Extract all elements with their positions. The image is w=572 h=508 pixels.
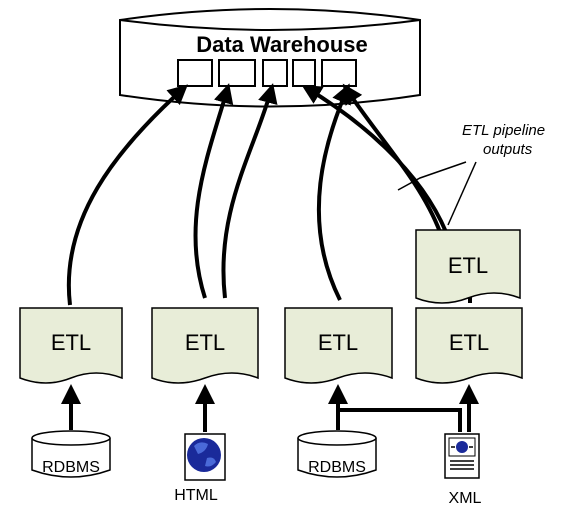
etl-label: ETL <box>449 330 489 355</box>
source-label: HTML <box>174 487 218 504</box>
rdbms-source-1: RDBMS <box>31 430 111 478</box>
source-input-arrows <box>61 384 479 432</box>
etl-block-1: ETL <box>19 307 123 384</box>
pipeline-annotation: ETL pipeline outputs <box>397 122 545 226</box>
etl-label: ETL <box>185 330 225 355</box>
warehouse-slot <box>321 59 357 87</box>
arrow-etl1-to-warehouse <box>66 84 188 306</box>
rdbms-source-2: RDBMS <box>297 430 377 478</box>
etl-label: ETL <box>51 330 91 355</box>
connector-rdbms2-to-xml <box>338 408 462 432</box>
pipeline-output-arrows <box>66 83 480 306</box>
arrow-etl5b-to-warehouse <box>301 84 448 233</box>
database-icon <box>31 430 111 478</box>
data-warehouse: Data Warehouse <box>119 8 421 108</box>
etl-label: ETL <box>318 330 358 355</box>
etl-block-5: ETL <box>415 229 521 304</box>
source-label: RDBMS <box>42 459 100 476</box>
etl-label: ETL <box>448 253 488 278</box>
warehouse-slot <box>292 59 316 87</box>
etl-block-2: ETL <box>151 307 259 384</box>
etl-block-3: ETL <box>284 307 393 384</box>
source-label: RDBMS <box>308 459 366 476</box>
warehouse-title: Data Warehouse <box>196 32 368 57</box>
annotation-line2: outputs <box>483 141 533 158</box>
warehouse-slot <box>218 59 256 87</box>
warehouse-slot <box>262 59 288 87</box>
annotation-line1: ETL pipeline <box>462 122 545 139</box>
xml-source: XML <box>444 433 482 507</box>
etl-block-4: ETL <box>415 307 523 384</box>
database-icon <box>297 430 377 478</box>
xml-document-icon <box>444 433 480 479</box>
arrow-etl3-to-warehouse <box>316 83 351 301</box>
arrow-etl2b-to-warehouse <box>221 83 278 299</box>
html-source: HTML <box>174 433 226 504</box>
warehouse-slot <box>177 59 213 87</box>
arrow-etl2a-to-warehouse <box>193 83 234 299</box>
globe-icon <box>184 433 226 481</box>
arrow-etl5a-to-warehouse <box>342 83 442 233</box>
source-label: XML <box>449 490 482 507</box>
